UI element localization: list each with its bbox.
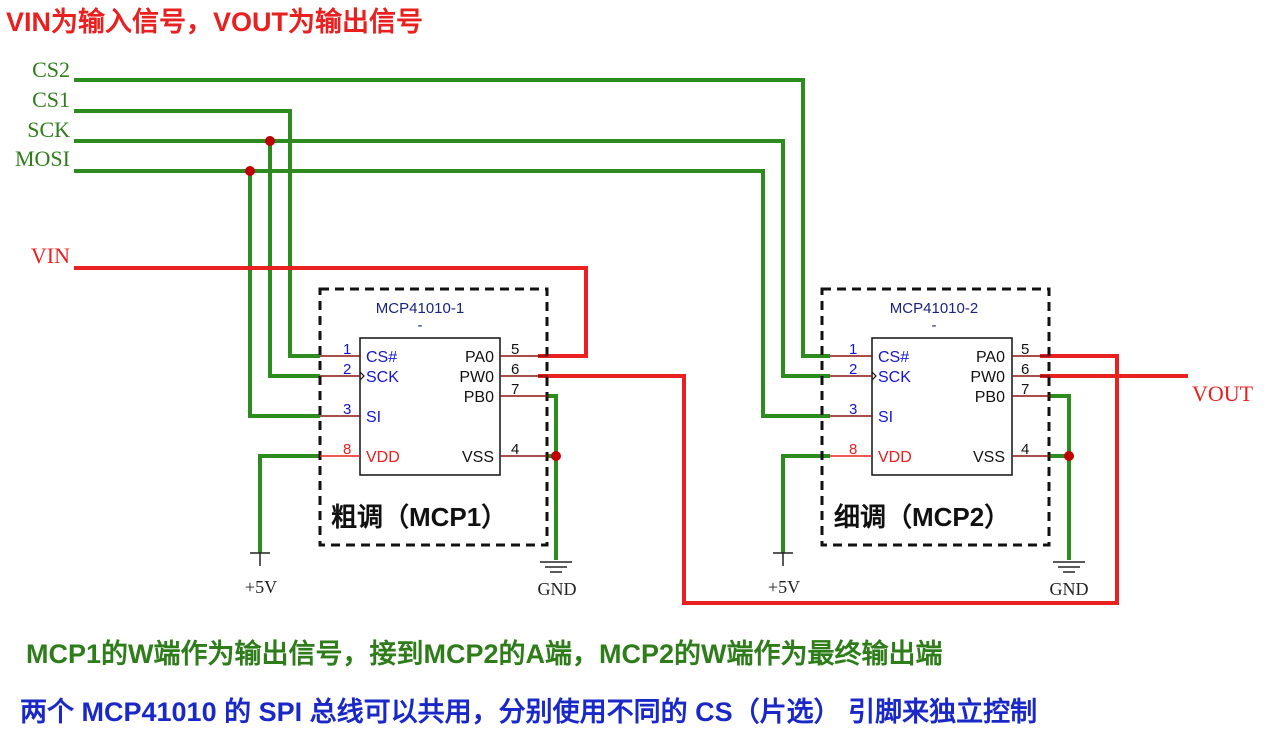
ground-label-mcp2: GND: [1050, 579, 1089, 599]
chip-mcp2-pin-pa0: PA0: [976, 349, 1005, 366]
chip-mcp2-caption: 细调（MCP2）: [834, 502, 1010, 532]
chip-mcp2-pin6: 6: [1021, 361, 1029, 378]
wire-pb0-mcp1: [548, 394, 558, 560]
chip-mcp1-pin-vss: VSS: [462, 449, 494, 466]
note-line-2: 两个 MCP41010 的 SPI 总线可以共用，分别使用不同的 CS（片选） …: [20, 696, 1037, 727]
header-title: VIN为输入信号，VOUT为输出信号: [6, 6, 423, 37]
ground-symbol-icon: GND: [538, 561, 577, 599]
wire-vdd-mcp2: [781, 454, 830, 553]
chip-mcp2-pin-vss: VSS: [973, 449, 1005, 466]
chip-mcp2-body: [871, 337, 1013, 476]
wire-mcp1-w-to-mcp2-a: [538, 354, 1119, 605]
power-supply-icon: +5V: [768, 552, 800, 597]
chip-mcp1-boundary: [318, 287, 549, 547]
chip-mcp2-sub: -: [932, 317, 937, 334]
chip-mcp1-pin6: 6: [511, 361, 519, 378]
spi-bus-wires: [74, 78, 1071, 560]
chip-mcp1-pin1: 1: [343, 341, 351, 358]
chip-mcp1-pin7: 7: [511, 381, 519, 398]
note-line-1: MCP1的W端作为输出信号，接到MCP2的A端，MCP2的W端作为最终输出端: [26, 638, 943, 669]
wire-mosi-mcp1: [248, 171, 320, 418]
wire-vdd-mcp1: [258, 454, 320, 553]
chip-mcp2-pin-si: SI: [878, 409, 893, 426]
chip-mcp1-pin-cs: CS#: [366, 349, 397, 366]
wire-vin: [74, 266, 588, 358]
junction-gnd-mcp1: [551, 451, 561, 461]
chip-mcp1-sub: -: [418, 317, 423, 334]
wire-sck-mcp1: [268, 141, 320, 378]
chip-mcp2-pin-vdd: VDD: [878, 449, 912, 466]
signal-label-sck: SCK: [27, 117, 70, 142]
junction-sck: [265, 136, 275, 146]
chip-mcp1-pin5: 5: [511, 341, 519, 358]
power-supply-icon: +5V: [245, 552, 277, 597]
clock-input-icon: [359, 371, 365, 381]
chip-mcp1-pin-pa0: PA0: [465, 349, 494, 366]
chip-mcp1-body: [359, 337, 501, 476]
chip-mcp1-pin-pw0: PW0: [459, 369, 494, 386]
chip-mcp2-ref: MCP41010-2: [890, 300, 978, 317]
ground-label-mcp1: GND: [538, 579, 577, 599]
chip-mcp2-pin1: 1: [849, 341, 857, 358]
wire-pb0-mcp2: [1050, 394, 1071, 560]
chip-mcp2-boundary: [820, 287, 1051, 547]
chip-mcp2-pin8: 8: [849, 441, 857, 458]
signal-label-cs2: CS2: [32, 57, 70, 82]
chip-mcp2-pin4: 4: [1021, 441, 1029, 458]
signal-label-mosi: MOSI: [15, 146, 70, 171]
chip-mcp1-pin3: 3: [343, 401, 351, 418]
chip-mcp1-pin-pb0: PB0: [464, 389, 494, 406]
chip-mcp1-pin-stubs: [320, 355, 548, 457]
chip-mcp1-pin-vdd: VDD: [366, 449, 400, 466]
chip-mcp2-pin3: 3: [849, 401, 857, 418]
wire-cs1: [74, 109, 320, 358]
clock-input-icon: [871, 371, 877, 381]
chip-mcp2-pin-sck: SCK: [878, 369, 911, 386]
junctions: [245, 136, 1074, 461]
ground-symbol-icon: GND: [1050, 561, 1089, 599]
chip-mcp2-pin-pb0: PB0: [975, 389, 1005, 406]
chip-mcp2-pin-stubs: [830, 355, 1050, 457]
chip-mcp1-ref: MCP41010-1: [376, 300, 464, 317]
chip-mcp1: MCP41010-1 - 1 2 3 8 5 6 7 4 CS# SCK SI …: [318, 287, 549, 547]
power-label-mcp1: +5V: [245, 577, 277, 597]
chip-mcp2-pin7: 7: [1021, 381, 1029, 398]
junction-mosi: [245, 166, 255, 176]
chip-mcp1-pin8: 8: [343, 441, 351, 458]
wire-cs2: [74, 78, 830, 358]
wire-sck: [74, 139, 830, 378]
chip-mcp1-pin2: 2: [343, 361, 351, 378]
signal-label-vin: VIN: [31, 243, 70, 268]
signal-label-cs1: CS1: [32, 87, 70, 112]
chip-mcp2-pin5: 5: [1021, 341, 1029, 358]
junction-gnd-mcp2: [1064, 451, 1074, 461]
chip-mcp1-pin4: 4: [511, 441, 519, 458]
chip-mcp1-pin-si: SI: [366, 409, 381, 426]
chip-mcp2-pin-pw0: PW0: [970, 369, 1005, 386]
signal-label-vout: VOUT: [1192, 381, 1254, 406]
chip-mcp2-pin2: 2: [849, 361, 857, 378]
signal-wires: [74, 266, 1188, 605]
chip-mcp2-pin-cs: CS#: [878, 349, 909, 366]
wire-mosi: [74, 169, 830, 418]
power-label-mcp2: +5V: [768, 577, 800, 597]
chip-mcp1-caption: 粗调（MCP1）: [331, 502, 507, 532]
chip-mcp2: MCP41010-2 - 1 2 3 8 5 6 7 4 CS# SCK SI …: [820, 287, 1051, 547]
chip-mcp1-pin-sck: SCK: [366, 369, 399, 386]
